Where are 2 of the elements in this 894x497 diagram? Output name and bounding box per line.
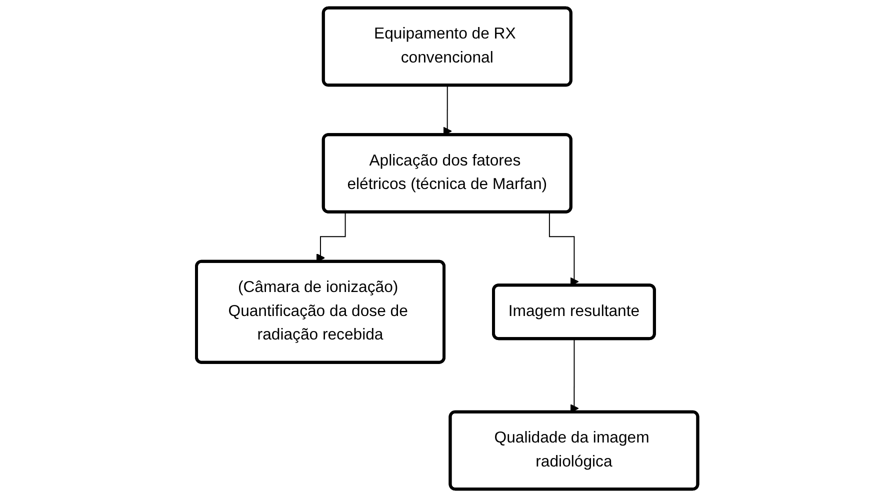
arrow [443,85,452,136]
arrow [570,338,579,413]
